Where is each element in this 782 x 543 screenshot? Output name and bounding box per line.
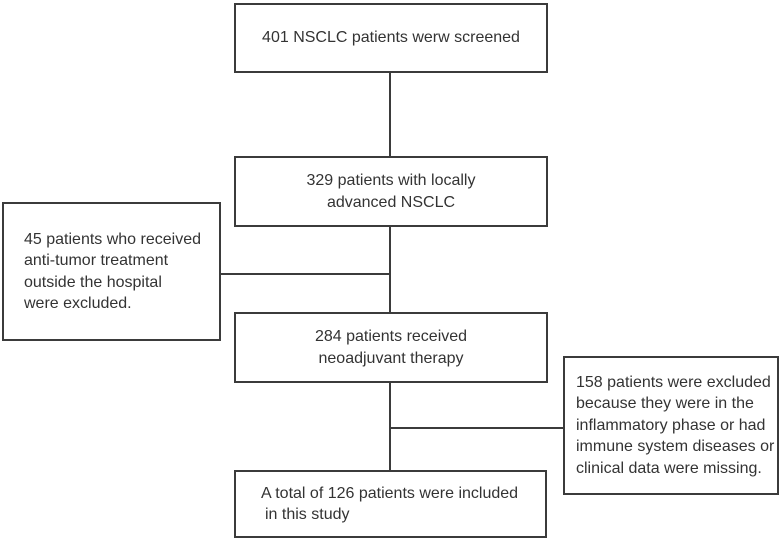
- excluded-right-text-line1: 158 patients were excluded: [576, 373, 771, 391]
- excluded-right-box: 158 patients were excluded because they …: [563, 356, 779, 495]
- excluded-right-text-line4: immune system diseases or: [576, 438, 775, 456]
- excluded-right-text-line5: clinical data were missing.: [576, 459, 762, 477]
- neoadjuvant-box: 284 patients received neoadjuvant therap…: [234, 312, 548, 383]
- connector-excluded-right-branch: [391, 427, 563, 429]
- advanced-box-text-line1: 329 patients with locally: [306, 172, 476, 189]
- excluded-left-text-line2: anti-tumor treatment: [24, 252, 169, 269]
- connector-advanced-to-neoadjuvant: [389, 227, 391, 312]
- connector-neoadjuvant-to-included: [389, 383, 391, 470]
- connector-excluded-left-branch: [221, 273, 389, 275]
- excluded-left-text-line4: were excluded.: [24, 295, 132, 312]
- advanced-box: 329 patients with locally advanced NSCLC: [234, 156, 548, 227]
- excluded-left-text-line1: 45 patients who received: [24, 230, 201, 248]
- advanced-box-text-line2: advanced NSCLC: [326, 193, 456, 211]
- neoadjuvant-box-text-line1: 284 patients received: [314, 328, 468, 345]
- included-box: A total of 126 patients were included in…: [234, 470, 547, 538]
- included-box-text-line1: A total of 126 patients were included: [261, 484, 519, 502]
- connector-screened-to-advanced: [389, 73, 391, 156]
- included-box-text-line2: in this study: [265, 506, 350, 523]
- excluded-right-text-line2: because they were in the: [576, 395, 754, 413]
- excluded-left-box: 45 patients who received anti-tumor trea…: [2, 202, 221, 341]
- excluded-left-text-line3: outside the hospital: [24, 273, 162, 291]
- screened-box-text: 401 NSCLC patients werw screened: [262, 29, 520, 47]
- excluded-right-text-line3: inflammatory phase or had: [576, 416, 766, 434]
- screened-box: 401 NSCLC patients werw screened: [234, 3, 548, 73]
- neoadjuvant-box-text-line2: neoadjuvant therapy: [318, 349, 464, 367]
